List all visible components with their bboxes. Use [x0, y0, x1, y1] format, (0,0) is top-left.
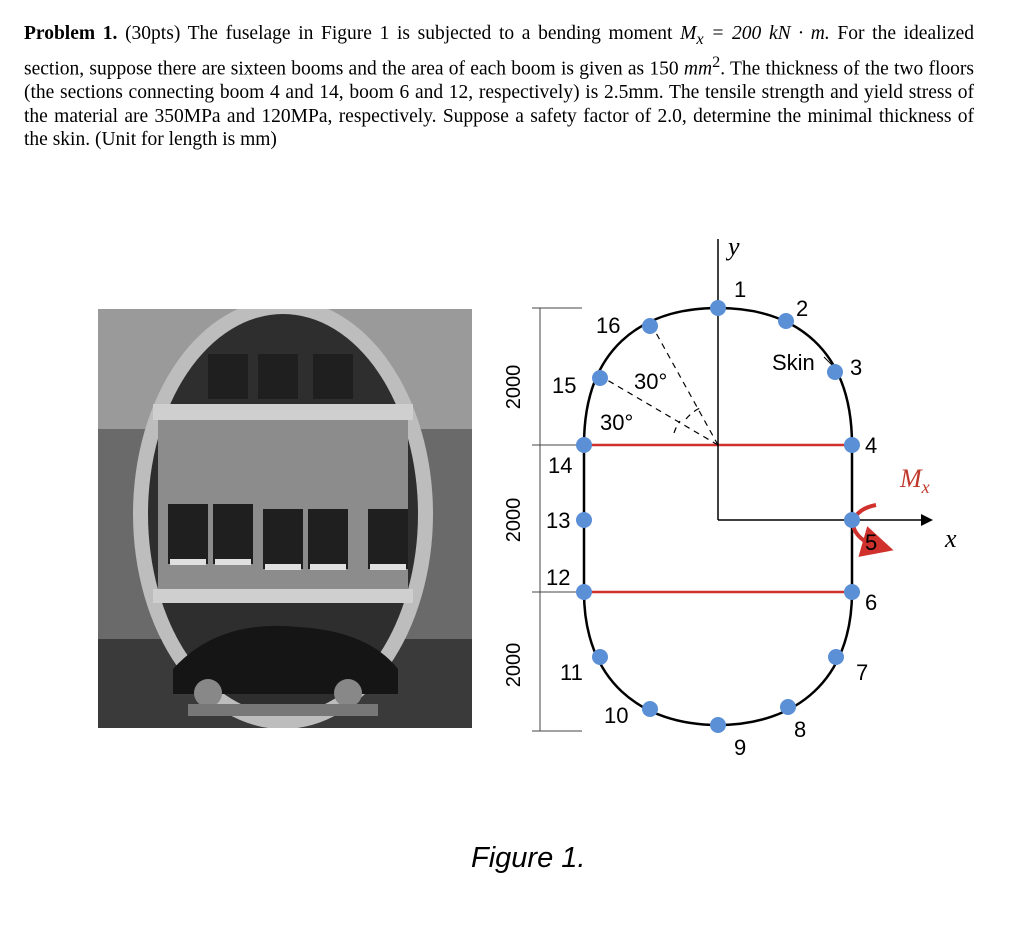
area-unit: mm [683, 58, 713, 80]
boom-3 [827, 364, 843, 380]
boom-label-8: 8 [794, 717, 806, 742]
boom-5 [844, 512, 860, 528]
dimension-middle: 2000 [503, 498, 525, 543]
boom-12 [576, 584, 592, 600]
boom-11 [592, 649, 608, 665]
boom-4 [844, 437, 860, 453]
moment-symbol: M [680, 23, 697, 44]
boom-16 [642, 318, 658, 334]
moment-label: Mx [899, 464, 930, 497]
figure-caption: Figure 1. [471, 842, 586, 874]
moment-value: = 200 kN · m. [711, 23, 830, 44]
skin-label: Skin [772, 350, 815, 375]
boom-2 [778, 313, 794, 329]
boom-label-7: 7 [856, 660, 868, 685]
booms [576, 300, 860, 733]
idealized-section-diagram: 2000 2000 2000 y x 30° 30° Skin Mx [503, 232, 957, 760]
boom-label-2: 2 [796, 296, 808, 321]
moment-label-symbol: M [899, 464, 923, 493]
boom-label-5: 5 [865, 530, 877, 555]
dimension-top: 2000 [503, 365, 525, 410]
boom-labels: 1 2 3 4 5 6 7 8 9 10 11 12 13 14 15 16 [546, 277, 877, 760]
problem-body-1: For the idealized section, suppose there… [24, 23, 975, 80]
boom-label-1: 1 [734, 277, 746, 302]
boom-7 [828, 649, 844, 665]
area-exponent: 2 [712, 53, 721, 72]
moment-label-subscript: x [921, 477, 930, 497]
boom-13 [576, 512, 592, 528]
y-axis-label: y [725, 232, 740, 261]
angle-label-lower: 30° [600, 410, 633, 435]
boom-label-12: 12 [546, 565, 570, 590]
boom-15 [592, 370, 608, 386]
dimension-bottom: 2000 [503, 643, 525, 688]
boom-label-4: 4 [865, 433, 877, 458]
problem-intro: The fuselage in Figure 1 is subjected to… [187, 23, 673, 44]
boom-9 [710, 717, 726, 733]
boom-6 [844, 584, 860, 600]
fuselage-photo [98, 309, 472, 728]
dimension-lines [532, 307, 582, 732]
boom-1 [710, 300, 726, 316]
problem-statement: Problem 1. (30pts) The fuselage in Figur… [24, 22, 974, 152]
x-axis-label: x [944, 524, 957, 553]
boom-label-16: 16 [596, 313, 620, 338]
boom-label-14: 14 [548, 453, 572, 478]
problem-heading: Problem 1. [24, 23, 118, 44]
boom-label-15: 15 [552, 373, 576, 398]
boom-8 [780, 699, 796, 715]
boom-label-13: 13 [546, 508, 570, 533]
boom-10 [642, 701, 658, 717]
boom-label-11: 11 [560, 660, 583, 685]
boom-label-9: 9 [734, 735, 746, 760]
boom-label-10: 10 [604, 703, 628, 728]
angle-construction [601, 321, 719, 446]
problem-body-2: . The thickness of the two floors (the s… [24, 58, 975, 151]
angle-label-upper: 30° [634, 369, 667, 394]
boom-14 [576, 437, 592, 453]
boom-label-3: 3 [850, 355, 862, 380]
problem-points: (30pts) [125, 23, 181, 44]
boom-label-6: 6 [865, 590, 877, 615]
moment-subscript: x [696, 29, 704, 48]
